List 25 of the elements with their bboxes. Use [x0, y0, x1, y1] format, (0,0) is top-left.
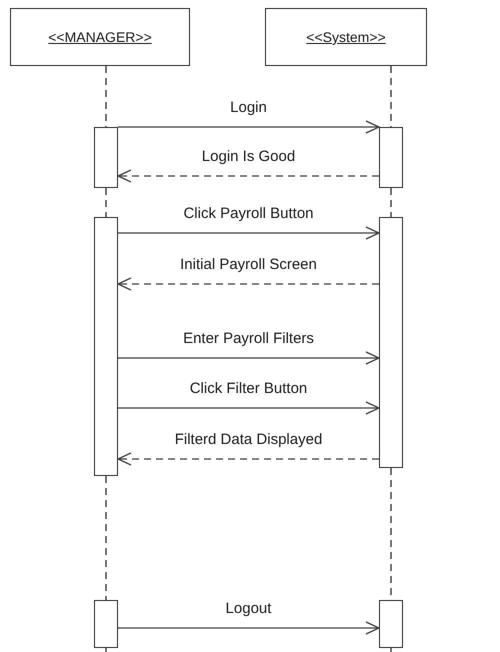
lifeline	[105, 476, 107, 600]
message-arrow	[118, 120, 380, 134]
lifeline	[105, 66, 107, 127]
activation-bar	[379, 217, 403, 468]
lifeline	[390, 648, 392, 652]
activation-bar	[94, 127, 118, 188]
activation-bar	[94, 217, 118, 476]
lifeline	[105, 648, 107, 652]
lifeline-head-box	[265, 8, 427, 66]
lifeline	[390, 66, 392, 127]
return-arrow	[117, 277, 379, 291]
return-arrow	[117, 169, 379, 183]
message-arrow	[118, 621, 380, 635]
return-arrow	[117, 452, 379, 466]
lifeline	[105, 188, 107, 217]
message-arrow	[118, 226, 380, 240]
message-arrow	[118, 401, 380, 415]
message-arrow	[118, 351, 380, 365]
activation-bar	[379, 600, 403, 648]
activation-bar	[94, 600, 118, 648]
activation-bar	[379, 127, 403, 188]
participant-name: <<MANAGER>>	[48, 29, 152, 45]
participant-name: <<System>>	[306, 29, 386, 45]
lifeline-head-box	[10, 8, 190, 66]
lifeline	[390, 188, 392, 217]
